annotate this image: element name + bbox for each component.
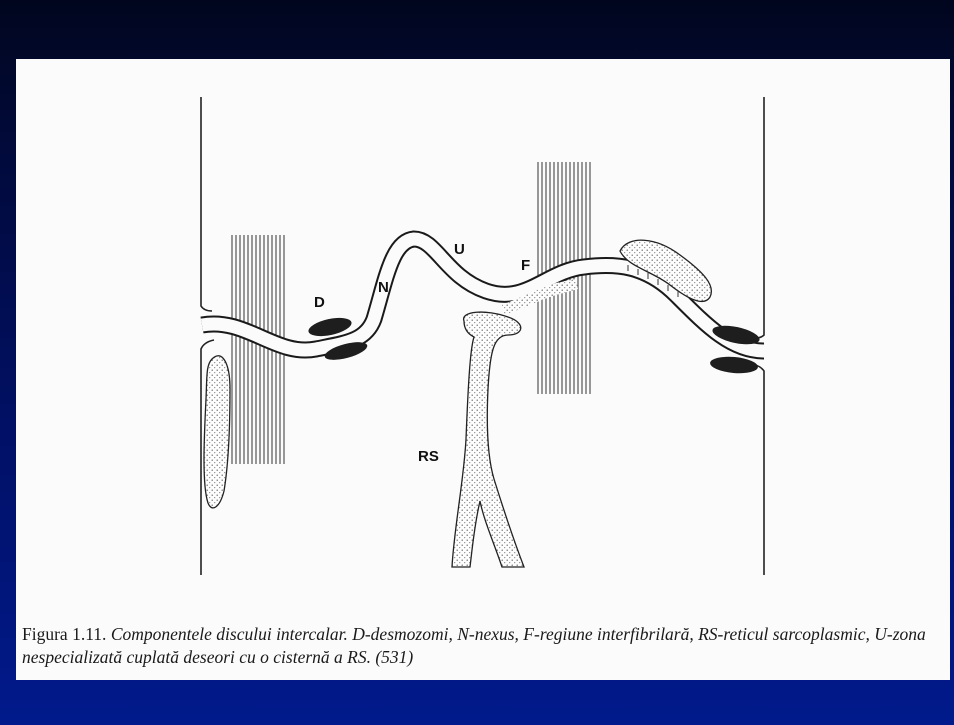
label-desmosome: D	[314, 294, 325, 311]
figure-caption: Figura 1.11. Componentele discului inter…	[22, 623, 942, 669]
caption-text: Componentele discului intercalar. D-desm…	[22, 624, 926, 667]
label-unspecialized-zone: U	[454, 241, 465, 258]
label-sarcoplasmic-reticulum: RS	[418, 448, 439, 465]
left-cell-top-border	[201, 97, 212, 311]
label-nexus: N	[378, 279, 389, 296]
sr-branched-tubule	[452, 312, 524, 567]
sr-cistern-left	[204, 356, 230, 508]
right-cell-bottom-border	[750, 364, 764, 575]
caption-figure-label: Figura	[22, 624, 68, 644]
label-interfibrillar: F	[521, 257, 530, 274]
intercalated-disc-diagram: D N U F RS	[16, 59, 950, 619]
caption-figure-number: 1.11.	[72, 624, 106, 644]
figure-panel: D N U F RS Figura 1.11. Componentele dis…	[16, 59, 950, 680]
right-cell-top-border	[750, 97, 764, 338]
